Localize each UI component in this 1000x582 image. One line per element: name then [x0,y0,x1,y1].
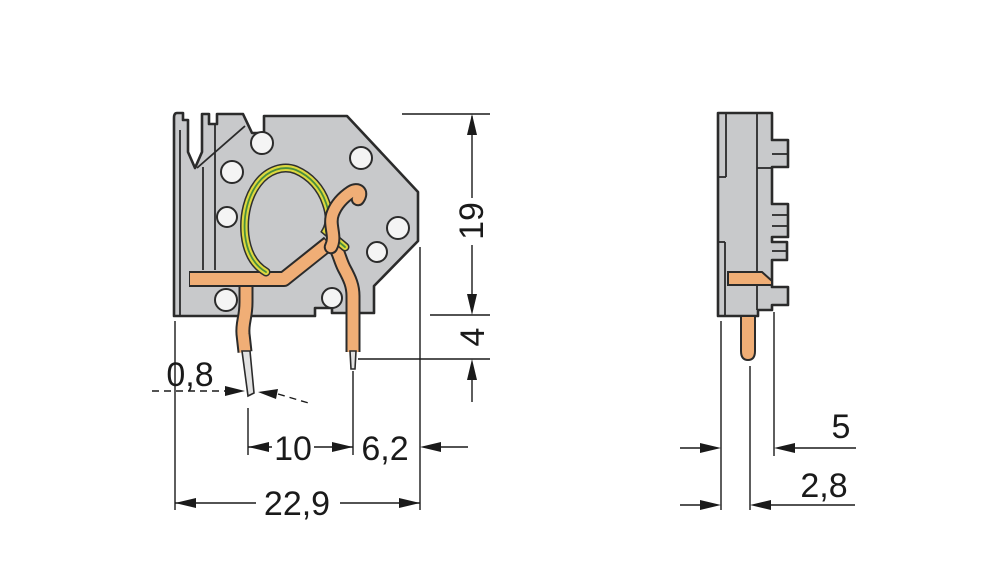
hole [214,288,238,312]
hole [220,160,244,184]
dimension-labels: 19 4 0,8 10 6,2 22,9 5 2,8 [166,202,850,523]
arrowhead [700,500,721,510]
label-depth-5: 5 [832,408,851,446]
label-edge-offset-62: 6,2 [361,430,408,468]
front-view [172,111,420,398]
leader-dashed [277,393,313,405]
label-pin-pitch-10: 10 [274,430,312,468]
arrowhead [774,443,795,453]
hole [366,241,388,263]
arrowhead [750,500,771,510]
front-housing-detail-lines [179,124,246,316]
arrowhead [467,114,477,135]
arrowhead [248,442,269,452]
arrowhead [399,498,420,508]
arrowhead [700,443,721,453]
arrowhead [467,294,477,315]
hole [386,216,410,240]
front-holes [214,131,410,312]
arrowhead [225,386,245,396]
side-copper-pin [740,315,756,362]
arrowhead [332,442,353,452]
dimension-annotations [152,113,856,510]
arrowhead [258,389,278,399]
side-copper-bar [727,271,773,286]
copper-busbar [189,236,334,287]
hole [216,206,238,228]
label-pin-offset-28: 2,8 [800,467,847,505]
side-view [716,111,790,362]
label-height-19: 19 [453,202,491,240]
copper-left-pin [235,280,254,353]
side-housing-body [716,111,790,318]
arrowhead [175,498,196,508]
arrowhead [420,442,441,452]
copper-clamp-arm [323,183,368,255]
side-housing-detail-lines [718,114,788,315]
arrowhead [467,359,477,380]
hole [321,287,343,309]
left-pin-tip [241,350,255,398]
label-pin-shoulder-4: 4 [454,328,492,347]
hole [250,131,274,155]
hole [349,146,373,170]
label-pin-diameter-08: 0,8 [166,356,213,394]
label-overall-width-229: 22,9 [264,485,330,523]
right-pin-tip [349,350,357,370]
